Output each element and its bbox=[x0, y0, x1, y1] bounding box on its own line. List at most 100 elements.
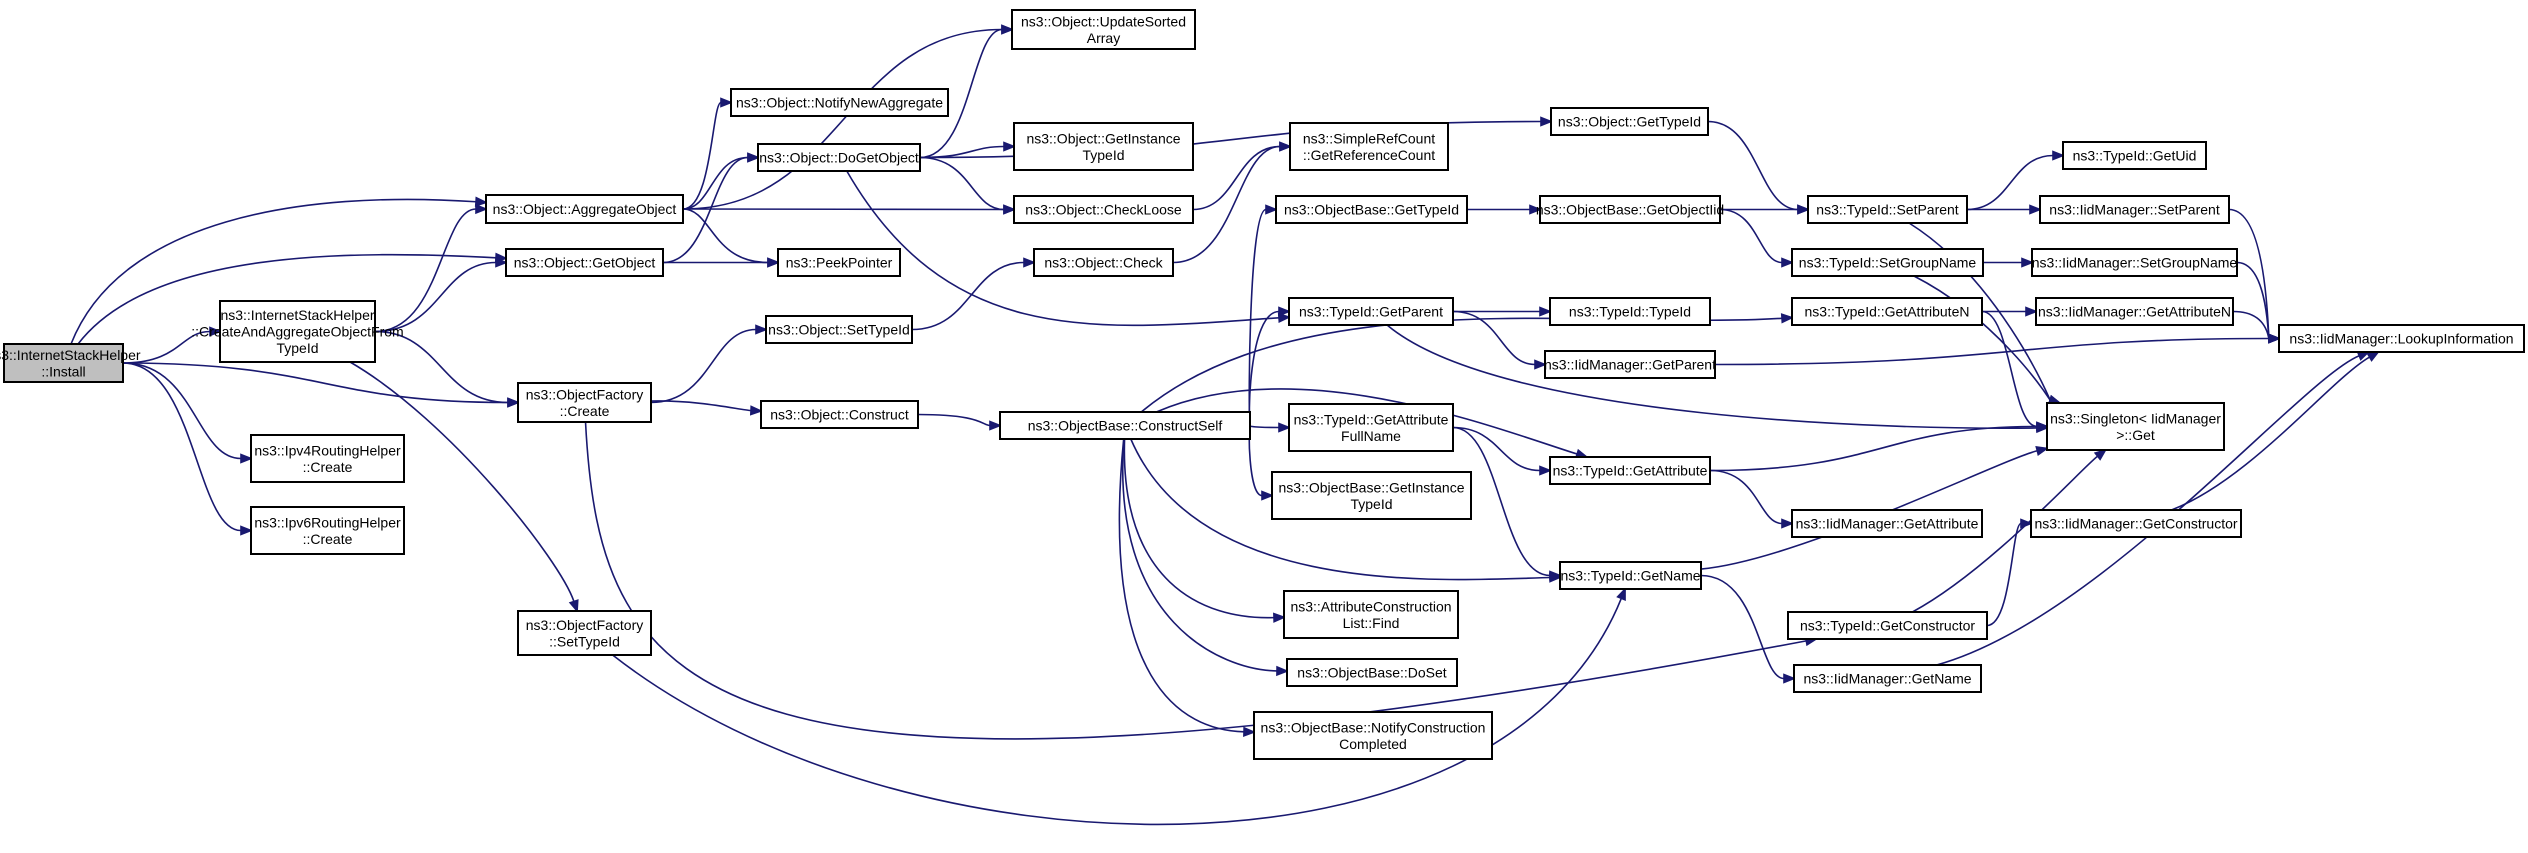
node-iid-getattr[interactable]: ns3::IidManager::GetAttribute bbox=[1791, 509, 1983, 538]
node-iid-getname[interactable]: ns3::IidManager::GetName bbox=[1793, 664, 1982, 693]
node-label: ns3::ObjectFactory bbox=[526, 617, 644, 633]
call-edge bbox=[122, 326, 223, 364]
node-label: ns3::Object::NotifyNewAggregate bbox=[736, 95, 943, 111]
node-iid-lookup[interactable]: ns3::IidManager::LookupInformation bbox=[2278, 324, 2525, 353]
call-edge bbox=[1719, 208, 1795, 268]
node-label: ns3::Ipv4RoutingHelper bbox=[254, 442, 401, 458]
node-ob-doset[interactable]: ns3::ObjectBase::DoSet bbox=[1286, 658, 1458, 687]
node-label: List::Find bbox=[1343, 615, 1400, 631]
node-ti-typeid[interactable]: ns3::TypeId::TypeId bbox=[1549, 297, 1711, 326]
node-ob-gettypeid[interactable]: ns3::ObjectBase::GetTypeId bbox=[1275, 195, 1468, 224]
node-notify[interactable]: ns3::Object::NotifyNewAggregate bbox=[730, 88, 949, 117]
node-ti-getname[interactable]: ns3::TypeId::GetName bbox=[1559, 561, 1702, 590]
node-of-settypeid[interactable]: ns3::ObjectFactory::SetTypeId bbox=[517, 610, 652, 656]
node-ipv4rh[interactable]: ns3::Ipv4RoutingHelper::Create bbox=[250, 434, 405, 483]
node-label: ns3::SimpleRefCount bbox=[1303, 130, 1435, 146]
node-label: ns3::TypeId::GetAttributeN bbox=[1805, 304, 1970, 320]
node-label: ns3::TypeId::GetAttribute bbox=[1553, 463, 1708, 479]
call-edge bbox=[349, 361, 579, 614]
node-label: ns3::AttributeConstruction bbox=[1290, 598, 1451, 614]
node-label: ::CreateAndAggregateObjectFrom bbox=[191, 324, 403, 340]
node-ti-getparent[interactable]: ns3::TypeId::GetParent bbox=[1288, 297, 1454, 326]
node-peek[interactable]: ns3::PeekPointer bbox=[777, 248, 901, 277]
node-label: ns3::IidManager::GetParent bbox=[1544, 357, 1716, 373]
node-label: ns3::Object::Construct bbox=[770, 407, 909, 423]
node-label: TypeId bbox=[1350, 496, 1392, 512]
node-iid-setgroup[interactable]: ns3::IidManager::SetGroupName bbox=[2031, 248, 2238, 277]
call-edge bbox=[1709, 421, 2050, 472]
call-edge bbox=[70, 196, 489, 345]
call-edge bbox=[1720, 204, 1811, 215]
node-ti-getattr[interactable]: ns3::TypeId::GetAttribute bbox=[1549, 456, 1711, 485]
node-iid-getctor[interactable]: ns3::IidManager::GetConstructor bbox=[2030, 509, 2242, 538]
node-label: Completed bbox=[1339, 736, 1407, 752]
node-label: ns3::ObjectFactory bbox=[526, 386, 644, 402]
node-istack-create[interactable]: ns3::InternetStackHelper::CreateAndAggre… bbox=[191, 300, 404, 363]
call-edge bbox=[2232, 310, 2282, 344]
call-edge bbox=[846, 170, 1292, 327]
node-ti-getctor[interactable]: ns3::TypeId::GetConstructor bbox=[1787, 611, 1988, 640]
node-ipv6rh[interactable]: ns3::Ipv6RoutingHelper::Create bbox=[250, 506, 405, 555]
call-edge bbox=[650, 400, 764, 416]
call-edge bbox=[1967, 204, 2043, 215]
node-label: ns3::IidManager::SetGroupName bbox=[2032, 255, 2238, 271]
node-obj-settypeid[interactable]: ns3::Object::SetTypeId bbox=[765, 315, 913, 344]
node-label: ns3::TypeId::GetName bbox=[1560, 568, 1700, 584]
node-ob-getobjtid[interactable]: ns3::ObjectBase::GetObjectIid bbox=[1536, 195, 1724, 224]
node-label: ns3::Object::Check bbox=[1044, 255, 1163, 271]
call-edge bbox=[1248, 306, 1292, 427]
call-edge bbox=[662, 152, 761, 264]
node-of-create[interactable]: ns3::ObjectFactory::Create bbox=[517, 382, 652, 423]
node-iid-getattrn[interactable]: ns3::IidManager::GetAttributeN bbox=[2035, 297, 2234, 326]
node-label: ns3::TypeId::SetGroupName bbox=[1799, 255, 1977, 271]
call-edge bbox=[1467, 204, 1543, 215]
node-ob-notify[interactable]: ns3::ObjectBase::NotifyConstructionCompl… bbox=[1253, 711, 1493, 760]
node-root[interactable]: ns3::InternetStackHelper::Install bbox=[0, 343, 141, 383]
node-label: ns3::Object::DoGetObject bbox=[759, 150, 919, 166]
node-label: ns3::IidManager::GetConstructor bbox=[2034, 516, 2237, 532]
node-label: ns3::Object::CheckLoose bbox=[1025, 202, 1182, 218]
node-dogetobj[interactable]: ns3::Object::DoGetObject bbox=[757, 143, 921, 172]
node-label: ns3::Object::UpdateSorted bbox=[1021, 13, 1186, 29]
node-getobj[interactable]: ns3::Object::GetObject bbox=[505, 248, 664, 277]
node-iid-setparent[interactable]: ns3::IidManager::SetParent bbox=[2039, 195, 2230, 224]
node-srcount[interactable]: ns3::SimpleRefCount::GetReferenceCount bbox=[1289, 122, 1449, 171]
call-edge bbox=[1983, 257, 2035, 268]
node-iid-getparent[interactable]: ns3::IidManager::GetParent bbox=[1544, 350, 1716, 379]
node-ti-getattrn[interactable]: ns3::TypeId::GetAttributeN bbox=[1791, 297, 1983, 326]
call-edge bbox=[682, 97, 734, 210]
node-ti-setparent[interactable]: ns3::TypeId::SetParent bbox=[1807, 195, 1968, 224]
node-singleton[interactable]: ns3::Singleton< IidManager >::Get bbox=[2046, 402, 2225, 451]
node-label: ns3::IidManager::GetName bbox=[1803, 671, 1971, 687]
call-edge bbox=[1981, 306, 2039, 317]
call-edge bbox=[1172, 141, 1293, 264]
node-check[interactable]: ns3::Object::Check bbox=[1033, 248, 1174, 277]
call-edge bbox=[1386, 324, 2050, 434]
node-obj-gettypeid[interactable]: ns3::Object::GetTypeId bbox=[1550, 107, 1709, 136]
node-label: ns3::InternetStackHelper bbox=[0, 347, 141, 363]
node-ob-construct[interactable]: ns3::ObjectBase::ConstructSelf bbox=[999, 411, 1251, 440]
node-label: ns3::TypeId::GetUid bbox=[2073, 148, 2197, 164]
call-edge bbox=[911, 257, 1037, 331]
call-edge bbox=[1452, 310, 1548, 370]
node-label: TypeId bbox=[1082, 147, 1124, 163]
node-checkloose[interactable]: ns3::Object::CheckLoose bbox=[1013, 195, 1194, 224]
node-ti-getuid[interactable]: ns3::TypeId::GetUid bbox=[2062, 141, 2207, 170]
call-edge bbox=[2236, 261, 2282, 344]
node-label: ns3::ObjectBase::ConstructSelf bbox=[1028, 418, 1223, 434]
call-edge bbox=[919, 156, 1017, 215]
call-edge bbox=[1452, 426, 1563, 581]
node-label: FullName bbox=[1341, 428, 1401, 444]
node-agg[interactable]: ns3::Object::AggregateObject bbox=[485, 194, 684, 224]
call-edge bbox=[650, 324, 769, 404]
node-ti-setgroup[interactable]: ns3::TypeId::SetGroupName bbox=[1791, 248, 1984, 277]
node-label: ns3::IidManager::GetAttribute bbox=[1796, 516, 1979, 532]
call-edge bbox=[122, 362, 254, 536]
node-label: ns3::TypeId::GetAttribute bbox=[1294, 411, 1449, 427]
node-obj-construct[interactable]: ns3::Object::Construct bbox=[760, 400, 919, 429]
